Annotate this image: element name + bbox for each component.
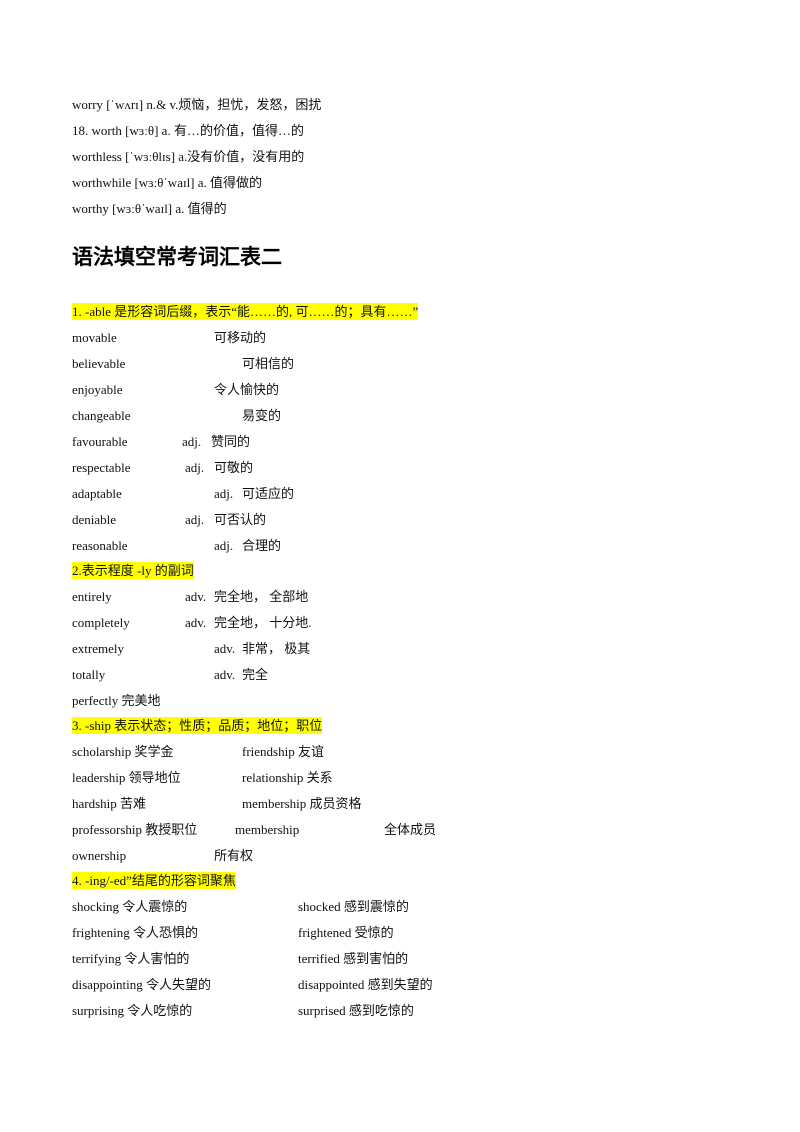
item-word: perfectly 完美地 xyxy=(72,693,161,708)
row-cell: surprised 感到吃惊的 xyxy=(298,1003,414,1018)
row-cell: frightening 令人恐惧的 xyxy=(72,925,199,940)
item-word: completely xyxy=(72,615,130,630)
row-cell: shocked 感到震惊的 xyxy=(298,899,409,914)
item-meaning: 可移动的 xyxy=(214,330,267,345)
item-word: movable xyxy=(72,330,117,345)
section-heading-text: 3. -ship 表示状态；性质；品质；地位；职位 xyxy=(72,717,323,734)
item-meaning: 完全地， 十分地. xyxy=(214,615,312,630)
row-cell: hardship 苦难 xyxy=(72,796,147,811)
section-heading: 1. -able 是形容词后缀，表示“能……的, 可……的；具有……” xyxy=(72,303,419,321)
item-pos: adj. xyxy=(185,460,205,475)
item-word: reasonable xyxy=(72,538,128,553)
item-meaning: 可敬的 xyxy=(214,460,254,475)
section-heading: 2.表示程度 -ly 的副词 xyxy=(72,562,194,580)
row-cell: frightened 受惊的 xyxy=(298,925,394,940)
row-cell: professorship 教授职位 xyxy=(72,822,198,837)
item-word: totally xyxy=(72,667,106,682)
item-word: enjoyable xyxy=(72,382,123,397)
item-meaning: 完全地， 全部地 xyxy=(214,589,309,604)
item-meaning: 可否认的 xyxy=(214,512,267,527)
item-pos: adv. xyxy=(185,615,207,630)
row-cell: scholarship 奖学金 xyxy=(72,744,174,759)
item-pos: adv. xyxy=(214,667,236,682)
item-meaning: 易变的 xyxy=(242,408,282,423)
item-meaning: 令人愉快的 xyxy=(214,382,280,397)
item-pos: adj. xyxy=(214,486,234,501)
intro-line: worthy [wɜːθˈwaɪl] a. 值得的 xyxy=(72,201,227,216)
row-cell: 全体成员 xyxy=(384,822,437,837)
intro-line: worthless [ˈwɜːθlɪs] a.没有价值，没有用的 xyxy=(72,149,305,164)
row-cell: friendship 友谊 xyxy=(242,744,324,759)
row-cell: surprising 令人吃惊的 xyxy=(72,1003,193,1018)
intro-line: 18. worth [wɜːθ] a. 有…的价值，值得…的 xyxy=(72,123,304,138)
item-pos: adj. xyxy=(214,538,234,553)
row-cell: terrifying 令人害怕的 xyxy=(72,951,190,966)
item-word: deniable xyxy=(72,512,117,527)
page-title: 语法填空常考词汇表二 xyxy=(72,245,282,269)
row-cell: membership 成员资格 xyxy=(242,796,362,811)
section-heading: 3. -ship 表示状态；性质；品质；地位；职位 xyxy=(72,717,323,735)
item-word: extremely xyxy=(72,641,124,656)
item-word: respectable xyxy=(72,460,131,475)
row-cell: 所有权 xyxy=(214,848,254,863)
section-heading-text: 4. -ing/-ed”结尾的形容词聚焦 xyxy=(72,872,236,889)
item-pos: adv. xyxy=(214,641,236,656)
item-meaning: 合理的 xyxy=(242,538,282,553)
row-cell: ownership xyxy=(72,848,127,863)
row-cell: relationship 关系 xyxy=(242,770,333,785)
section-heading: 4. -ing/-ed”结尾的形容词聚焦 xyxy=(72,872,236,890)
item-pos: adj. xyxy=(185,512,205,527)
item-meaning: 可适应的 xyxy=(242,486,295,501)
section-heading-text: 2.表示程度 -ly 的副词 xyxy=(72,562,194,579)
item-word: favourable xyxy=(72,434,128,449)
item-meaning: 赞同的 xyxy=(211,434,251,449)
row-cell: leadership 领导地位 xyxy=(72,770,181,785)
item-meaning: 可相信的 xyxy=(242,356,295,371)
row-cell: disappointed 感到失望的 xyxy=(298,977,433,992)
item-meaning: 完全 xyxy=(242,667,269,682)
row-cell: membership xyxy=(235,822,300,837)
item-meaning: 非常， 极其 xyxy=(242,641,311,656)
row-cell: shocking 令人震惊的 xyxy=(72,899,188,914)
item-word: entirely xyxy=(72,589,112,604)
row-cell: disappointing 令人失望的 xyxy=(72,977,212,992)
item-word: believable xyxy=(72,356,126,371)
intro-line: worthwhile [wɜːθˈwaɪl] a. 值得做的 xyxy=(72,175,263,190)
item-word: changeable xyxy=(72,408,131,423)
item-pos: adv. xyxy=(185,589,207,604)
item-pos: adj. xyxy=(182,434,202,449)
row-cell: terrified 感到害怕的 xyxy=(298,951,409,966)
intro-line: worry [ˈwʌrɪ] n.& v.烦恼，担忧，发怒，困扰 xyxy=(72,97,322,112)
section-heading-text: 1. -able 是形容词后缀，表示“能……的, 可……的；具有……” xyxy=(72,303,419,320)
item-word: adaptable xyxy=(72,486,122,501)
